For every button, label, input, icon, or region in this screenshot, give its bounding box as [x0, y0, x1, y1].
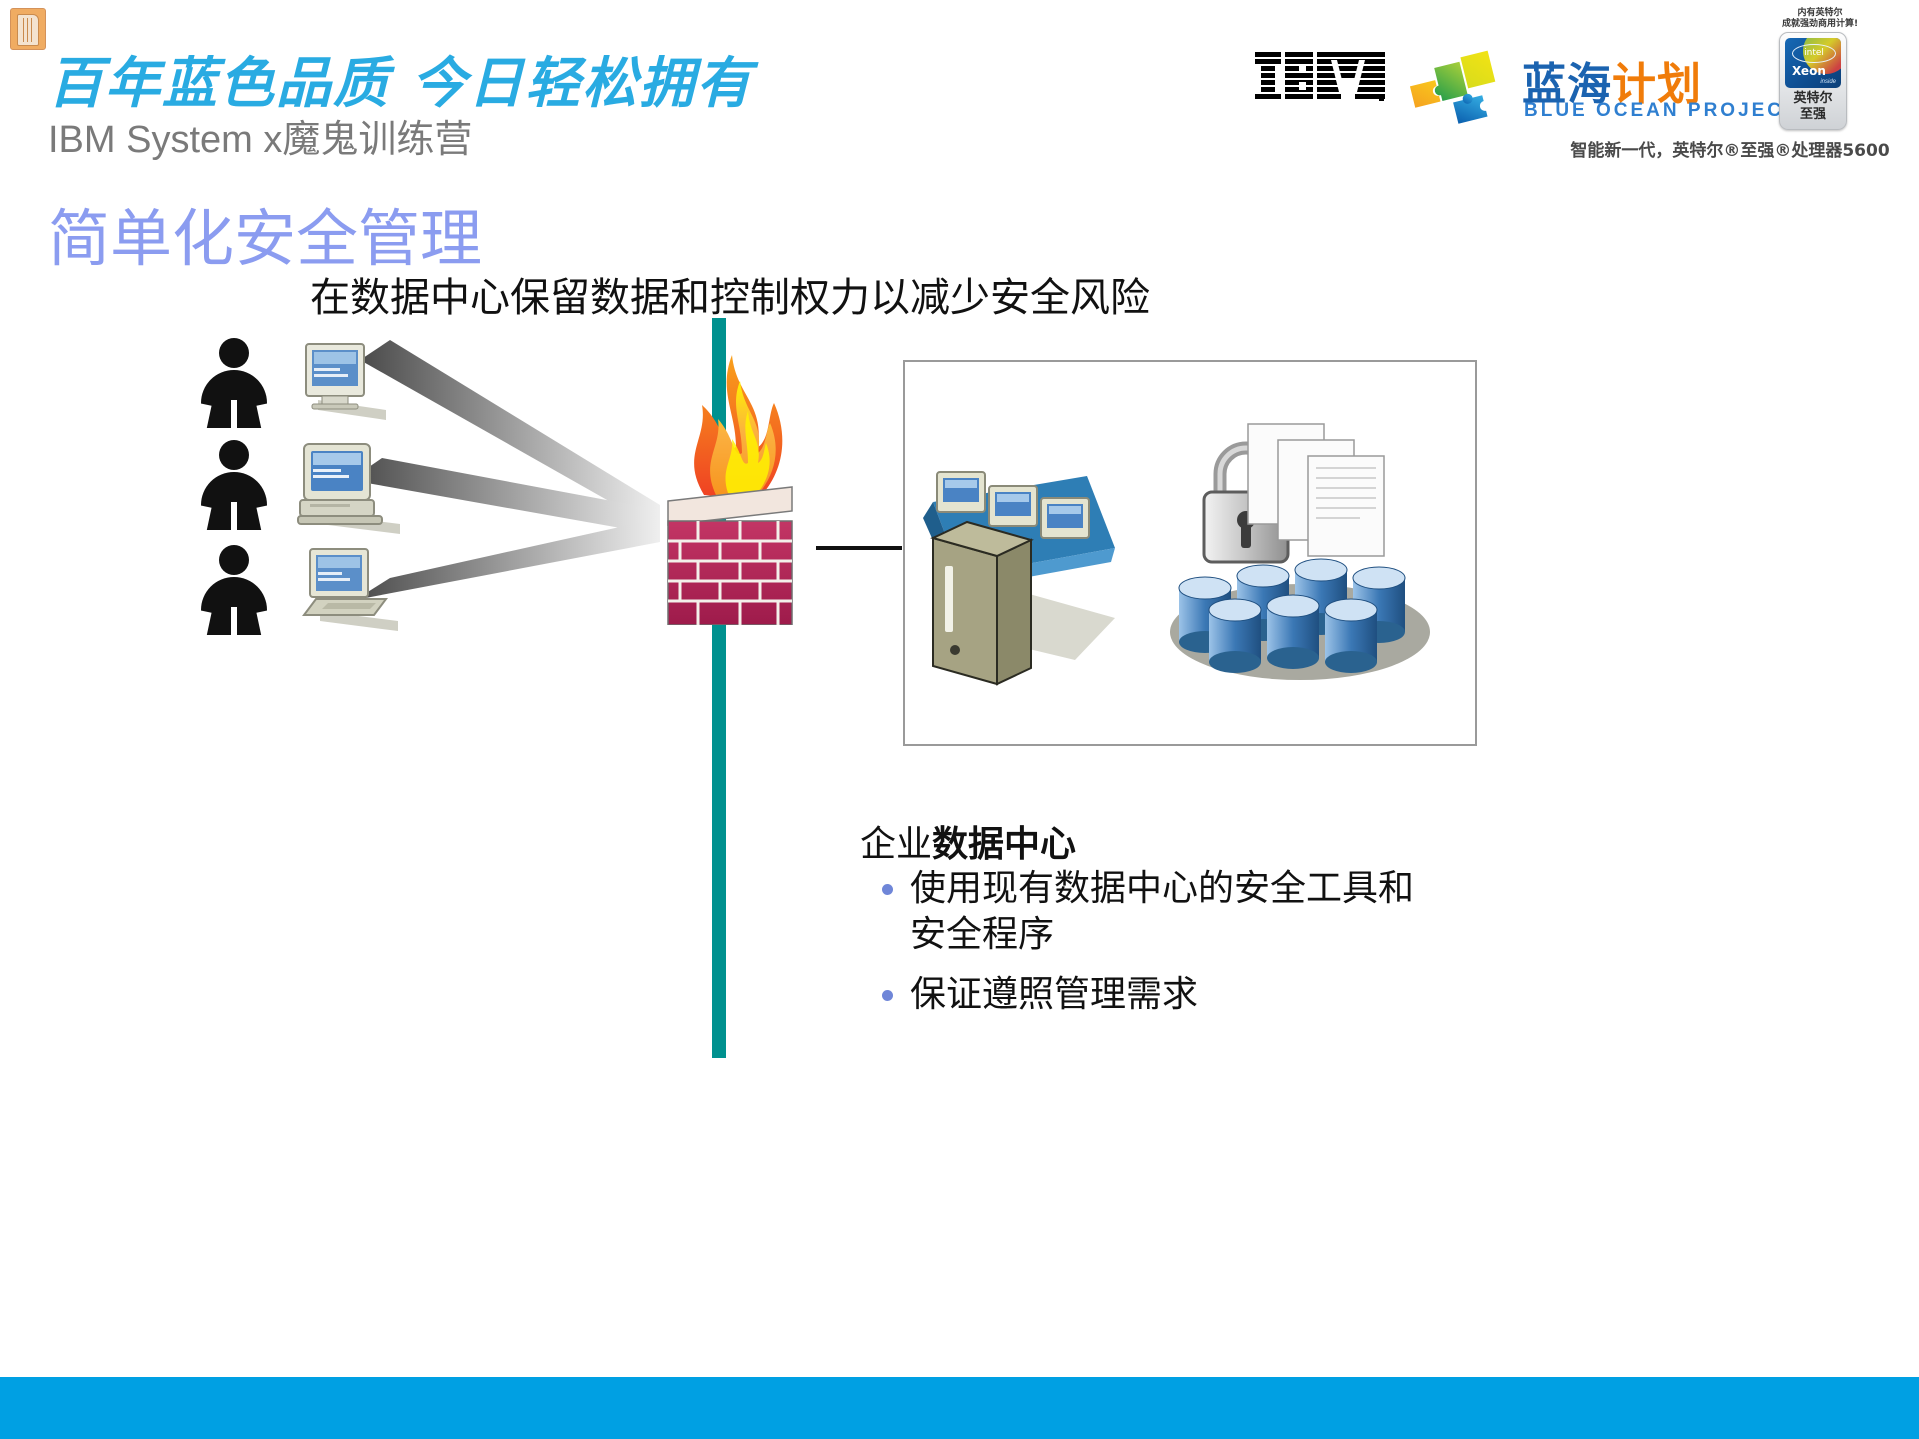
datacenter-heading: 企业数据中心 [860, 815, 1076, 867]
thin-client-workstation [296, 440, 411, 540]
firewall-brick-flame [640, 335, 820, 626]
connection-beams [330, 330, 730, 640]
list-item-label: 使用现有数据中心的安全工具和安全程序 [910, 868, 1415, 955]
intel-oval-logo: intel [1792, 44, 1836, 63]
benefit-bullet-list: 使用现有数据中心的安全工具和安全程序 保证遵照管理需求 [872, 866, 1442, 1032]
notebook-page-icon [10, 8, 46, 50]
intel-top-line2: 成就强劲商用计算! [1781, 19, 1859, 29]
intel-top-line1: 内有英特尔 [1797, 8, 1843, 18]
intel-top-caption: 内有英特尔 成就强劲商用计算! [1755, 8, 1885, 30]
user-person [192, 545, 276, 639]
footer-band [0, 1377, 1919, 1439]
blue-ocean-cn-orange: 计划 [1612, 59, 1702, 110]
intel-processor-caption: 智能新一代，英特尔®至强®处理器5600 [1570, 141, 1890, 161]
campaign-subtitle: IBM System x魔鬼训练营 [48, 119, 473, 161]
page-subtitle: 在数据中心保留数据和控制权力以减少安全风险 [310, 275, 1150, 321]
campaign-title: 百年蓝色品质 今日轻松拥有 [48, 51, 754, 115]
blue-ocean-cn-blue: 蓝海 [1522, 59, 1612, 110]
intel-xeon-badge: intel Xeon inside 英特尔 至强 [1779, 32, 1847, 130]
bullet-dot-icon [882, 990, 893, 1001]
page-title: 简单化安全管理 [48, 202, 483, 275]
ibm-logo [1255, 52, 1385, 104]
thin-client-display [300, 338, 395, 428]
intel-cn-text: 英特尔 至强 [1780, 91, 1846, 123]
list-item: 使用现有数据中心的安全工具和安全程序 [872, 866, 1442, 958]
intel-cn-line2: 至强 [1799, 107, 1826, 122]
puzzle-pieces-icon [1405, 45, 1510, 125]
thin-client-laptop [300, 545, 410, 637]
connector-line-top [816, 546, 902, 550]
list-item: 保证遵照管理需求 [872, 972, 1442, 1018]
database-cylinders [1165, 548, 1435, 688]
intel-cn-line1: 英特尔 [1793, 91, 1833, 106]
intel-xeon-text: Xeon [1792, 64, 1826, 78]
datacenter-heading-bold: 数据中心 [932, 823, 1077, 865]
datacenter-heading-normal: 企业 [860, 824, 933, 865]
documents-stack [1240, 418, 1420, 558]
blue-ocean-tagline: BLUE OCEAN PROJECT [1524, 100, 1799, 121]
list-item-label: 保证遵照管理需求 [910, 974, 1199, 1015]
bullet-dot-icon [882, 884, 893, 895]
server-tower [915, 440, 1165, 690]
user-person [192, 440, 276, 534]
intel-badge-top: intel Xeon inside [1785, 38, 1841, 88]
intel-inside-text: inside [1820, 79, 1836, 85]
page-lines [17, 14, 39, 46]
user-person [192, 338, 276, 432]
blue-ocean-wordmark: 蓝海计划 [1522, 48, 1702, 112]
